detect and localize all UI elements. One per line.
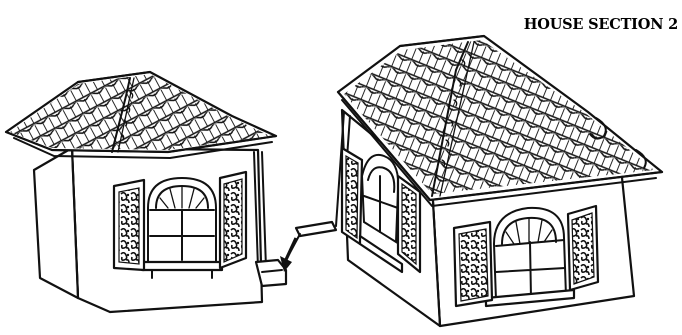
left-house-roof-ridge	[111, 77, 131, 153]
down-arrow-icon	[280, 256, 292, 272]
right-house-side-window	[340, 146, 422, 274]
left-house-side-wall	[32, 146, 80, 300]
left-house-section	[4, 70, 288, 314]
right-house-roof-ridge	[431, 41, 469, 197]
right-house-front-window	[484, 206, 576, 308]
left-house-connector-block	[254, 258, 288, 288]
page-title: HOUSE SECTION 2	[523, 16, 678, 33]
connector-bracket	[294, 220, 338, 238]
assembly-arrow	[280, 220, 338, 272]
left-house-window	[140, 176, 224, 279]
right-house-section	[335, 34, 664, 328]
left-house-downspout	[253, 151, 267, 269]
